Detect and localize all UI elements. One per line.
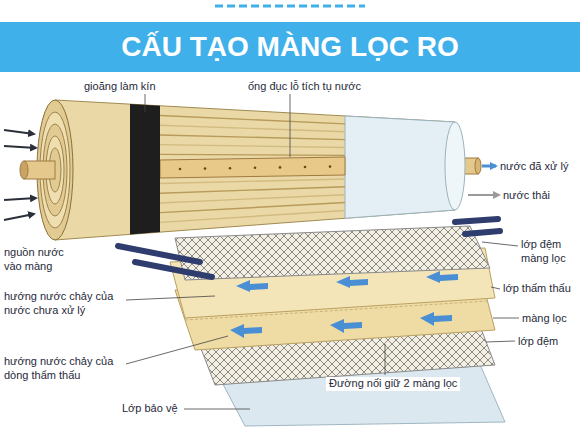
part-label: hướng nước chảy của nước chưa xử lý [4,290,124,318]
spacer-bar [455,219,498,222]
layer-stripe [160,210,345,222]
flow-arrow [330,319,362,333]
layer-stripe [160,203,345,213]
flow-arrow [336,276,368,288]
title-band: CẤU TẠO MÀNG LỌC RO [0,22,580,72]
part-label: lớp đệm màng lọc [521,238,578,266]
perforations [179,165,332,170]
part-label: Đường nối giữ 2 màng lọc [326,377,460,391]
layer-stripe [160,116,345,124]
flow-lines [4,130,499,220]
outlet-tube-end [475,158,481,174]
reject-arrow [468,194,499,196]
diagram-title: CẤU TẠO MÀNG LỌC RO [0,22,580,72]
spacer-bar [118,246,200,262]
part-label: ống đục lỗ tích tụ nước [248,80,361,94]
layer-stripe [160,135,345,140]
part-label: màng lọc [522,312,567,326]
layer-stripe [160,187,345,193]
leader-line [290,94,291,157]
layer-stripes [160,116,345,223]
layer-stripe [160,154,345,156]
inflow-arrow [4,130,34,134]
leader-line [184,409,250,410]
part-label: nước đã xử lý [500,160,568,174]
spacer-bar [465,231,500,234]
part-label: nước thải [503,189,550,203]
part-label: hướng nước chảy của dòng thẩm thấu [4,355,124,383]
seal-ring [130,104,160,234]
part-label: lớp đệm [518,335,558,349]
sheets [118,219,505,426]
cylinder-body [55,100,455,240]
inlet-tube [24,161,55,179]
part-label: nguồn nước vào màng [4,246,74,274]
inflow-arrow [4,214,34,220]
membrane-cylinder [20,100,481,240]
flow-arrow [230,324,262,338]
leader-line [126,336,228,364]
leader-line [482,242,518,246]
layer-stripe [160,179,345,184]
leader-line [145,94,146,112]
layer-stripe [160,195,345,203]
part-label: gioăng làm kín [84,80,156,94]
leader-line [385,344,386,375]
inlet-tube-end [20,161,28,179]
leader-line [126,296,215,300]
inflow-arrow [4,198,36,200]
shell-end [445,122,465,210]
inflow-arrow [4,146,36,148]
outer-shell [345,116,455,218]
flow-arrows [230,271,458,338]
leader-line [493,318,519,319]
flow-arrow [420,312,452,326]
part-label: Lớp bảo vệ [122,402,178,416]
flow-arrow [426,271,458,283]
dash-accent [215,5,365,8]
layer-stripe [160,125,345,132]
leader-lines [126,94,519,409]
perforated-tube [160,157,345,178]
layer-stripe [160,145,345,148]
spacer-bar [135,262,212,277]
flow-arrow [236,280,268,292]
feed-spacer-mesh [175,226,490,280]
leader-line [491,287,500,289]
part-label: lớp thấm thấu [503,282,571,296]
leader-line [486,341,515,342]
product-arrow [482,165,496,168]
